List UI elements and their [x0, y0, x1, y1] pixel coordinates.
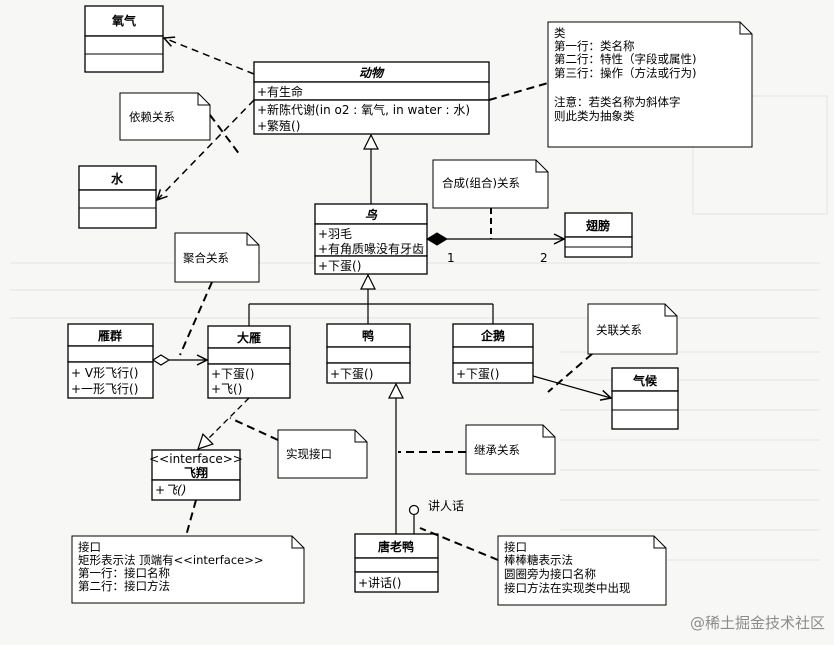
- class-bird-name: 鸟: [365, 208, 378, 222]
- note-class-line-5: 注意：若类名称为斜体字: [554, 95, 681, 109]
- class-goose-op-1: +飞(): [211, 382, 242, 396]
- note-realization-link: [229, 417, 279, 441]
- interface-fly[interactable]: <<interface>> 飞翔 +飞(): [149, 449, 243, 501]
- realization-goose-fly: [198, 397, 250, 449]
- note-class-line-0: 类: [554, 26, 566, 40]
- note-composition: 合成(组合)关系: [432, 159, 549, 209]
- note-class-description: 类 第一行：类名称 第二行：特性（字段或属性) 第三行：操作（方法或行为) 注意…: [547, 21, 753, 148]
- class-goose-flock[interactable]: 雁群 + V形飞行() +一形飞行(): [67, 323, 154, 399]
- note-inheritance: 继承关系: [465, 424, 556, 475]
- aggregation-flock-goose: [151, 354, 207, 366]
- note-association-link: [547, 353, 593, 393]
- class-tang-duck-name: 唐老鸭: [378, 539, 414, 554]
- note-class-link: [488, 82, 549, 101]
- note-lollipop-line-0: 接口: [504, 540, 527, 554]
- class-penguin[interactable]: 企鹅 +下蛋(): [452, 323, 534, 384]
- note-interface-description: 接口 矩形表示法 顶端有<<interface>> 第一行：接口名称 第二行：接…: [71, 535, 305, 604]
- class-animal-name: 动物: [359, 66, 385, 80]
- note-aggregation-link: [179, 281, 213, 356]
- class-duck[interactable]: 鸭 +下蛋(): [326, 323, 411, 384]
- class-climate-name: 气候: [632, 373, 658, 388]
- note-interface-link: [185, 499, 197, 537]
- note-class-line-1: 第一行：类名称: [554, 39, 635, 53]
- note-lollipop-description: 接口 棒棒糖表示法 圆圈旁为接口名称 接口方法在实现类中出现: [497, 535, 667, 606]
- class-goose-flock-op-1: +一形飞行(): [71, 382, 138, 396]
- speak-interface-label: 讲人话: [428, 498, 464, 513]
- note-interface-line-0: 接口: [78, 540, 101, 554]
- association-penguin-climate: [532, 375, 611, 398]
- class-goose-flock-op-0: + V形飞行(): [71, 366, 138, 380]
- note-interface-line-2: 第一行：接口名称: [78, 566, 170, 580]
- note-aggregation-text: 聚合关系: [183, 251, 229, 265]
- interface-fly-stereotype: <<interface>>: [149, 452, 243, 466]
- class-goose[interactable]: 大雁 +下蛋() +飞(): [207, 325, 291, 399]
- composition-bird-wing: [426, 232, 564, 246]
- class-animal-op-1: +繁殖(): [257, 118, 300, 133]
- note-lollipop-line-1: 棒棒糖表示法: [504, 553, 573, 567]
- interface-fly-name: 飞翔: [184, 465, 208, 480]
- note-association: 关联关系: [587, 303, 678, 355]
- note-lollipop-line-2: 圆圈旁为接口名称: [504, 567, 596, 581]
- class-bird-op-0: +下蛋(): [318, 259, 361, 273]
- class-oxygen[interactable]: 氧气: [84, 5, 164, 73]
- note-dependency-text: 依赖关系: [129, 110, 175, 124]
- inheritance-tree-bird: [248, 275, 494, 326]
- note-lollipop-line-3: 接口方法在实现类中出现: [504, 581, 631, 595]
- class-bird-attr-1: +有角质喙没有牙齿: [318, 241, 424, 256]
- lollipop-speak-interface: [408, 504, 420, 534]
- class-penguin-name: 企鹅: [480, 328, 505, 343]
- note-inheritance-text: 继承关系: [474, 443, 520, 457]
- note-class-line-2: 第二行：特性（字段或属性): [554, 52, 697, 66]
- class-wing[interactable]: 翅膀: [564, 212, 633, 258]
- class-wing-name: 翅膀: [585, 218, 610, 233]
- multiplicity-wing: 2: [540, 251, 548, 265]
- class-duck-name: 鸭: [362, 328, 374, 343]
- class-animal[interactable]: 动物 +有生命 +新陈代谢(in o2 : 氧气, in water : 水) …: [253, 61, 490, 135]
- dependency-arrow-oxygen: [164, 38, 255, 75]
- note-composition-text: 合成(组合)关系: [442, 176, 520, 190]
- watermark: @稀土掘金技术社区: [690, 614, 825, 632]
- multiplicity-bird: 1: [447, 251, 455, 265]
- note-realization: 实现接口: [277, 429, 368, 479]
- class-water-name: 水: [111, 171, 124, 186]
- note-dependency-link: [209, 114, 241, 156]
- note-class-line-6: 则此类为抽象类: [554, 109, 635, 123]
- class-oxygen-name: 氧气: [111, 13, 136, 28]
- class-bird-attr-0: +羽毛: [318, 227, 352, 241]
- class-animal-op-0: +新陈代谢(in o2 : 氧气, in water : 水): [257, 102, 470, 117]
- class-tang-duck-op-0: +讲话(): [358, 575, 401, 590]
- note-aggregation: 聚合关系: [174, 232, 260, 283]
- class-duck-op-0: +下蛋(): [330, 367, 373, 381]
- class-water[interactable]: 水: [78, 165, 157, 229]
- class-penguin-op-0: +下蛋(): [456, 367, 499, 381]
- class-goose-name: 大雁: [237, 330, 261, 345]
- class-bird[interactable]: 鸟 +羽毛 +有角质喙没有牙齿 +下蛋(): [314, 203, 428, 275]
- class-animal-attr-0: +有生命: [257, 84, 303, 99]
- note-interface-line-3: 第二行：接口方法: [78, 579, 170, 593]
- class-climate[interactable]: 气候: [611, 367, 679, 430]
- interface-fly-op-0: +飞(): [155, 483, 186, 497]
- note-interface-line-1: 矩形表示法 顶端有<<interface>>: [78, 553, 264, 567]
- class-tang-duck[interactable]: 唐老鸭 +讲话(): [354, 533, 439, 593]
- note-lollipop-link: [419, 527, 499, 561]
- note-association-text: 关联关系: [596, 323, 642, 337]
- note-dependency: 依赖关系: [119, 92, 211, 141]
- class-goose-flock-name: 雁群: [98, 328, 122, 343]
- note-realization-text: 实现接口: [286, 447, 332, 461]
- note-class-line-3: 第三行：操作（方法或行为): [554, 66, 697, 80]
- class-goose-op-0: +下蛋(): [211, 367, 254, 381]
